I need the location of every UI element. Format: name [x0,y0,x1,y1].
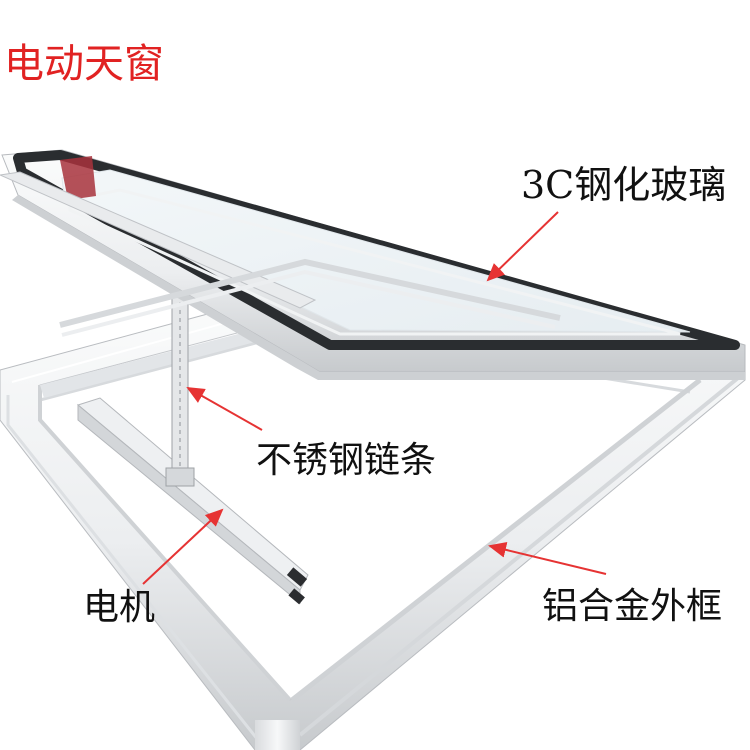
chain-arrow [186,387,263,431]
frame-label: 铝合金外框 [542,586,723,627]
motor-label: 电机 [83,587,156,628]
page-title: 电动天窗 [4,41,164,87]
glass-label: 3C钢化玻璃 [521,163,727,207]
callout-arrows [142,211,607,585]
frame-arrow [488,541,607,575]
motor-housing [76,397,309,605]
chain-label: 不锈钢链条 [256,440,437,481]
inner-back-rail [59,258,561,337]
glass-arrow [486,211,559,282]
motor-arrow [142,508,224,585]
